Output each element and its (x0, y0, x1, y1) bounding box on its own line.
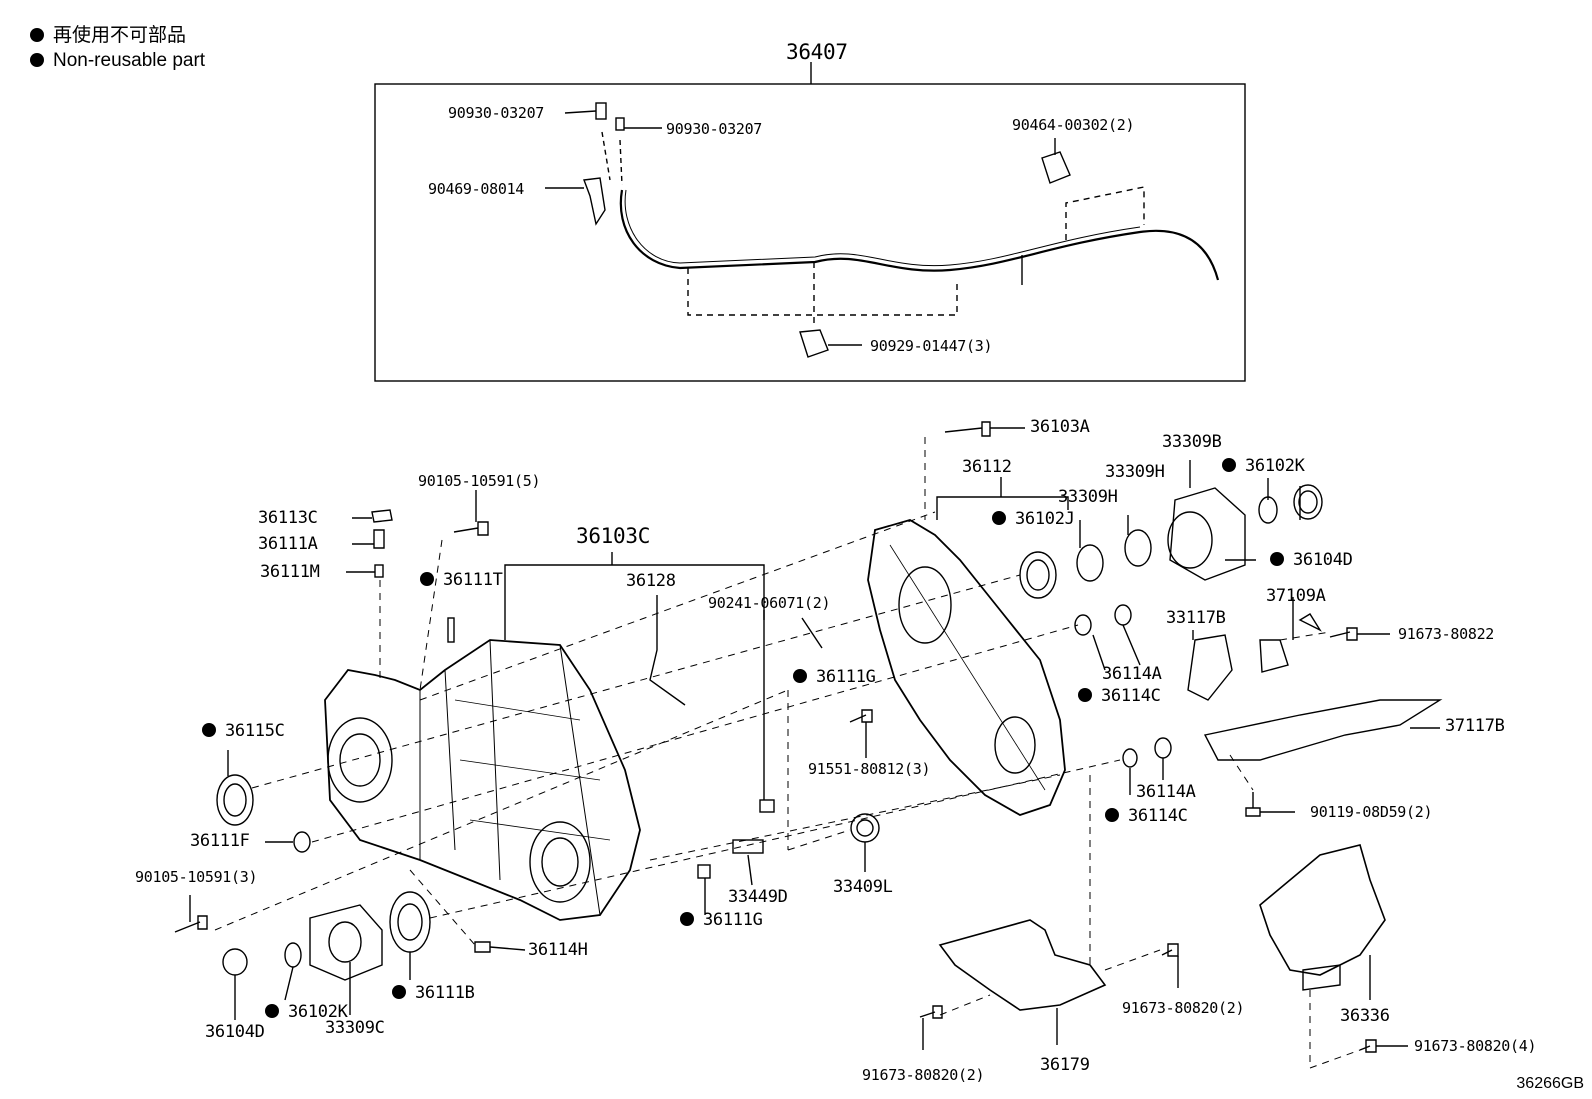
non-reusable-icon (1222, 458, 1236, 472)
part-label: 91673-80820(2) (862, 1066, 985, 1084)
non-reusable-icon (793, 669, 807, 683)
part-label: 91673-80822 (1398, 625, 1495, 643)
part-label: 36114H (528, 940, 588, 960)
part-label: 90119-08D59(2) (1310, 803, 1433, 821)
harness-part-label: 90930-03207 (666, 120, 763, 138)
part-label: 91551-80812(3) (808, 760, 931, 778)
non-reusable-icon (992, 511, 1006, 525)
legend-text-en: Non-reusable part (53, 50, 206, 71)
harness-part-label: 90464-00302(2) (1012, 116, 1135, 134)
part-label: 36102K (1222, 456, 1305, 476)
non-reusable-icon (680, 912, 694, 926)
non-reusable-icon (1105, 808, 1119, 822)
part-label: 36111F (190, 831, 250, 851)
diagram-reference-code: 36266GB (1516, 1075, 1584, 1092)
part-label: 36111A (258, 534, 318, 554)
part-label: 36179 (1040, 1055, 1090, 1075)
part-label: 90105-10591(3) (135, 868, 258, 886)
part-label: 36114C (1078, 686, 1161, 706)
part-label: 36111G (680, 910, 763, 930)
part-label: 36114A (1136, 782, 1196, 802)
harness-part-label: 90930-03207 (448, 104, 545, 122)
non-reusable-icon (392, 985, 406, 999)
part-label: 90241-06071(2) (708, 594, 831, 612)
bullet-icon (30, 53, 44, 67)
part-label: 33449D (728, 887, 788, 907)
part-label: 91673-80820(2) (1122, 999, 1245, 1017)
part-label: 36111M (260, 562, 320, 582)
part-label: 36103C (576, 524, 651, 548)
non-reusable-icon (1270, 552, 1284, 566)
part-label: 36115C (202, 721, 285, 741)
non-reusable-icon (202, 723, 216, 737)
part-label: 37117B (1445, 716, 1505, 736)
part-label: 33309H (1105, 462, 1165, 482)
part-label: 36102K (265, 1002, 348, 1022)
part-label: 36336 (1340, 1006, 1390, 1026)
part-label: 36112 (962, 457, 1012, 477)
harness-part-label: 90469-08014 (428, 180, 525, 198)
non-reusable-icon (265, 1004, 279, 1018)
part-label: 36104D (1270, 550, 1353, 570)
part-label: 91673-80820(4) (1414, 1037, 1537, 1055)
non-reusable-icon (1078, 688, 1092, 702)
harness-group-label: 36407 (786, 40, 848, 64)
part-label: 36111G (793, 667, 876, 687)
part-label: 36128 (626, 571, 676, 591)
legend-line-en: Non-reusable part (30, 49, 205, 73)
part-label: 90105-10591(5) (418, 472, 541, 490)
part-label: 37109A (1266, 586, 1326, 606)
harness-box (374, 83, 1246, 382)
part-label: 36114A (1102, 664, 1162, 684)
part-label: 33309B (1162, 432, 1222, 452)
part-label: 33409L (833, 877, 893, 897)
part-label: 33309H (1058, 487, 1118, 507)
part-label: 36111B (392, 983, 475, 1003)
part-label: 36102J (992, 509, 1075, 529)
part-label: 36104D (205, 1022, 265, 1042)
part-label: 33309C (325, 1018, 385, 1038)
part-label: 36114C (1105, 806, 1188, 826)
part-label: 33117B (1166, 608, 1226, 628)
part-label: 36103A (1030, 417, 1090, 437)
bullet-icon (30, 28, 44, 42)
legend-line-jp: 再使用不可部品 (30, 24, 186, 48)
non-reusable-icon (420, 572, 434, 586)
part-label: 36113C (258, 508, 318, 528)
legend-text-jp: 再使用不可部品 (53, 25, 187, 46)
harness-part-label: 90929-01447(3) (870, 337, 993, 355)
part-label: 36111T (420, 570, 503, 590)
